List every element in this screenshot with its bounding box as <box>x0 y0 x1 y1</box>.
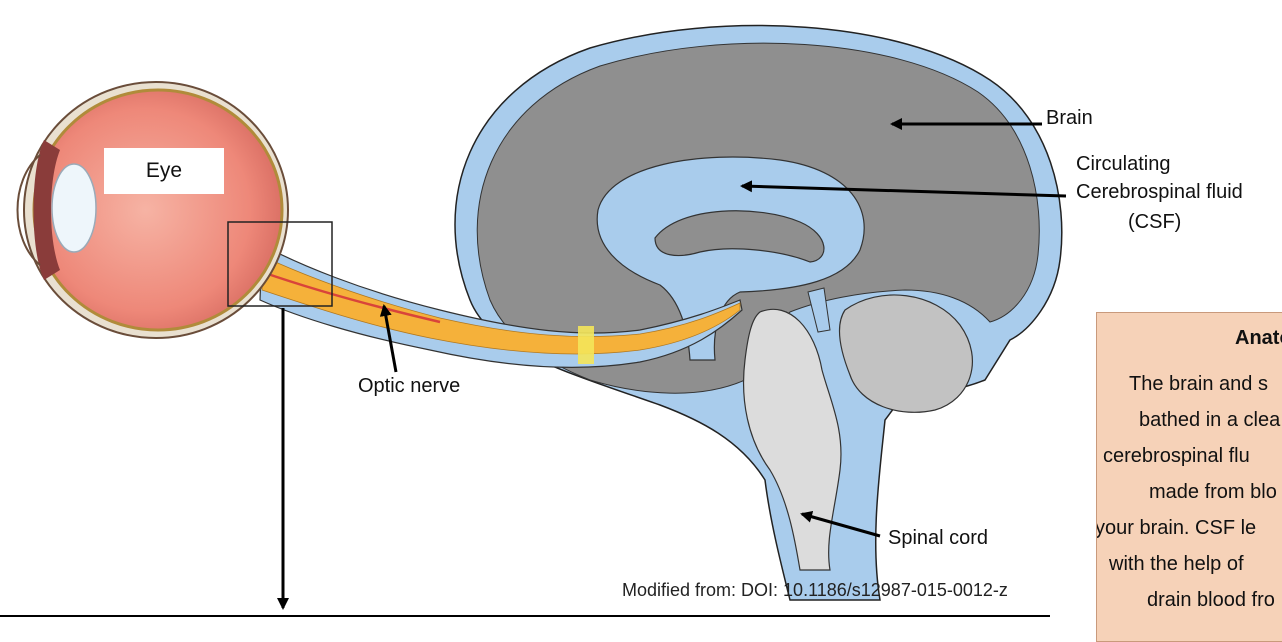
optic-nerve-arrow <box>384 306 396 372</box>
info-box-line: made from blo <box>1149 481 1277 504</box>
info-box-line: your brain. CSF le <box>1096 517 1256 540</box>
spinal-cord-label: Spinal cord <box>888 526 988 550</box>
arrows-layer <box>0 0 1282 618</box>
csf-label-line2: Cerebrospinal fluid <box>1076 180 1243 204</box>
source-credit: Modified from: DOI: 10.1186/s12987-015-0… <box>622 580 1008 601</box>
info-box-line: drain blood fro <box>1147 589 1275 612</box>
info-box-line: cerebrospinal flu <box>1103 445 1250 468</box>
csf-label-line1: Circulating <box>1076 152 1170 176</box>
optic-nerve-label: Optic nerve <box>358 374 460 398</box>
info-box-line: with the help of <box>1109 553 1244 576</box>
csf-label-line3: (CSF) <box>1128 210 1181 234</box>
brain-label: Brain <box>1046 106 1093 130</box>
anatomy-info-box: Anato The brain and s bathed in a clea c… <box>1096 312 1282 642</box>
info-box-line: The brain and s <box>1129 373 1268 396</box>
spinal-cord-arrow <box>802 514 880 536</box>
info-box-line: bathed in a clea <box>1139 409 1280 432</box>
info-box-title: Anato <box>1235 327 1282 350</box>
csf-arrow <box>742 186 1066 196</box>
